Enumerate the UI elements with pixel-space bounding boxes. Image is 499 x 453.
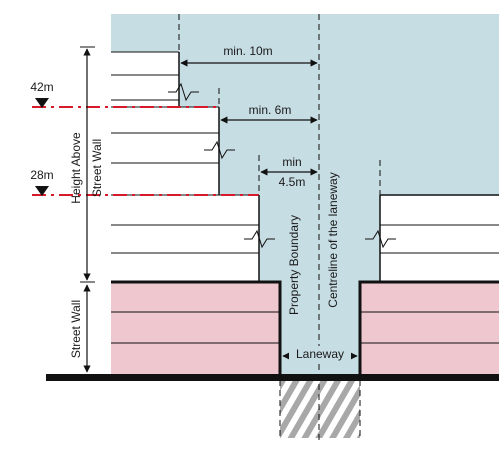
laneway-hatch	[280, 381, 360, 438]
left-tower-floors	[111, 51, 259, 254]
dim-laneway: Laneway	[282, 346, 358, 362]
svg-text:28m: 28m	[30, 168, 53, 182]
svg-text:Street Wall: Street Wall	[69, 300, 83, 358]
svg-text:42m: 42m	[30, 80, 53, 94]
svg-text:min. 6m: min. 6m	[249, 103, 292, 117]
right-tower-floors	[379, 194, 499, 282]
level-28m-marker: 28m	[30, 168, 54, 196]
svg-text:min: min	[282, 155, 301, 169]
podium-floor-lines	[111, 311, 499, 344]
podium-right	[360, 282, 499, 375]
sky-envelope	[111, 14, 499, 375]
dim-street-wall: Street Wall	[69, 284, 91, 373]
property-boundary-label: Property Boundary	[287, 215, 301, 315]
reference-dashed-lines	[178, 14, 381, 440]
centreline-label: Centreline of the laneway	[326, 172, 340, 307]
svg-text:4.5m: 4.5m	[279, 175, 306, 189]
dim-min-4-5m: min 4.5m	[260, 155, 318, 189]
podium-left	[111, 282, 280, 375]
dim-min-10m: min. 10m	[180, 44, 318, 67]
svg-text:Laneway: Laneway	[296, 347, 344, 361]
setback-level-lines	[32, 106, 259, 196]
level-42m-marker: 42m	[30, 80, 54, 108]
podium-outline	[111, 280, 499, 375]
dim-height-above-street-wall: Height Above Street Wall	[69, 46, 104, 283]
break-symbols	[168, 82, 396, 249]
dim-min-6m: min. 6m	[220, 103, 318, 124]
svg-text:Height Above: Height Above	[69, 132, 83, 204]
ground-line	[46, 374, 499, 381]
svg-text:min. 10m: min. 10m	[223, 44, 272, 58]
svg-text:Street Wall: Street Wall	[90, 139, 104, 197]
